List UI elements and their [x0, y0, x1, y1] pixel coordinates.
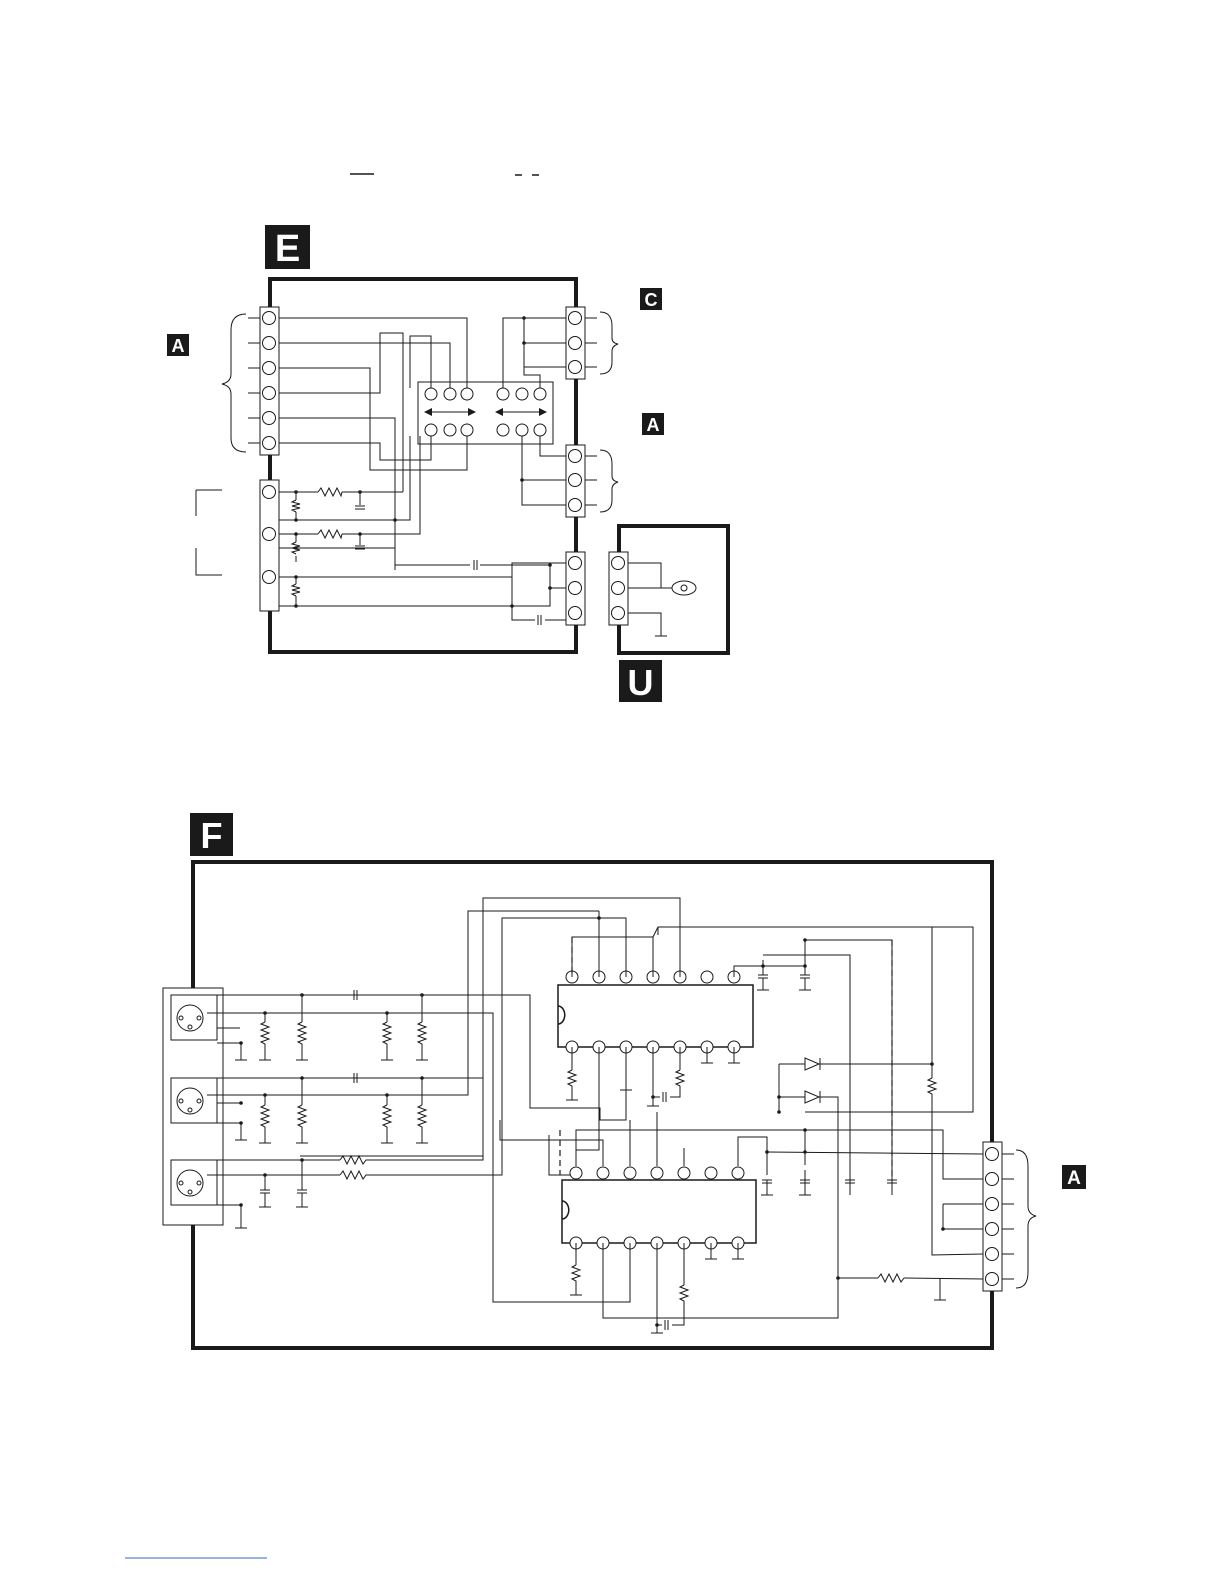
svg-text:A: A	[647, 415, 660, 435]
section-f-junctions	[239, 916, 945, 1327]
tag-a-left: A	[167, 334, 189, 356]
svg-text:A: A	[1067, 1168, 1081, 1189]
tag-a-f-right: A	[1062, 1165, 1086, 1189]
connector-a-right	[566, 445, 618, 517]
section-e-label: E	[265, 225, 310, 270]
connector-a-f-right	[983, 1142, 1036, 1291]
ic-lower	[562, 1180, 756, 1243]
section-f-dashed	[560, 937, 892, 1180]
ic-upper	[558, 985, 753, 1047]
connector-e-lower-left	[196, 480, 279, 611]
section-f-board	[163, 862, 1036, 1348]
svg-text:E: E	[275, 228, 300, 270]
svg-text:A: A	[172, 336, 185, 356]
switch-block	[418, 382, 553, 444]
section-f-wiring	[207, 898, 983, 1333]
section-f-label: F	[190, 813, 233, 856]
svg-text:F: F	[201, 815, 223, 856]
jack-panel	[163, 988, 223, 1225]
svg-text:C: C	[645, 290, 658, 310]
section-e-wiring	[279, 318, 566, 625]
section-e-junctions	[294, 316, 552, 608]
svg-text:U: U	[628, 662, 654, 703]
tag-a-right: A	[642, 413, 664, 435]
section-u-label: U	[619, 660, 662, 703]
section-e-board	[196, 279, 618, 652]
connector-e-to-u	[566, 552, 585, 625]
header-marks	[350, 174, 539, 175]
connector-c-right	[566, 307, 618, 379]
tag-c-right: C	[640, 288, 662, 310]
section-u-board	[609, 526, 728, 653]
connector-a-left	[222, 307, 279, 455]
